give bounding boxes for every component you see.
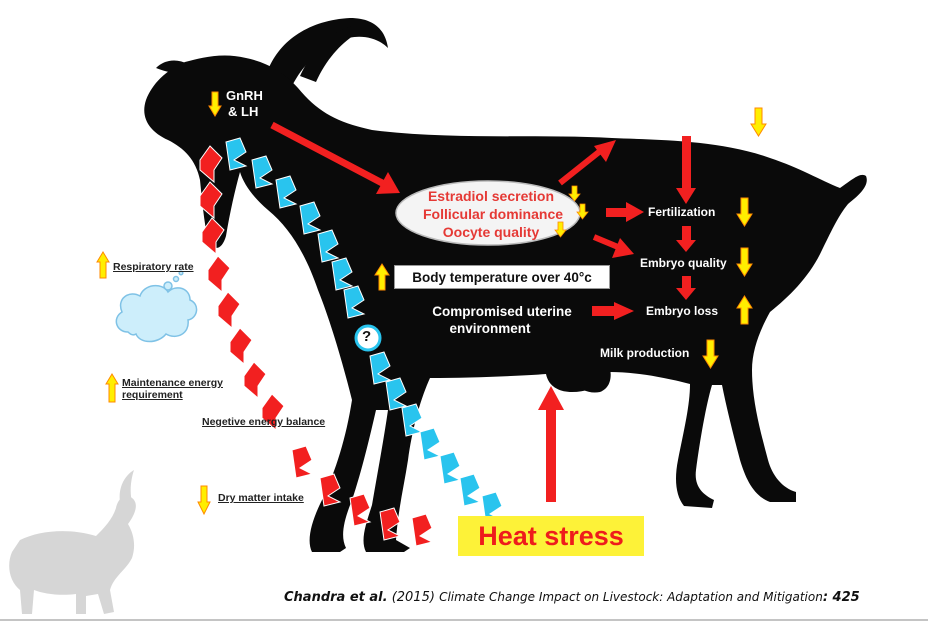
body-temp-up-arrow <box>374 263 390 291</box>
heat-stress-label: Heat stress <box>478 520 624 551</box>
citation-year: (2015) <box>387 590 440 605</box>
milk-production-label: Milk production <box>600 346 690 360</box>
citation-pages: : 425 <box>822 590 860 605</box>
hormone-line1: GnRH <box>226 88 263 103</box>
maintenance-up-arrow <box>105 373 119 403</box>
negative-energy-label: Negetive energy balance <box>202 416 326 428</box>
dmi-label: Dry matter intake <box>218 492 304 504</box>
body-temp-box: Body temperature over 40°c <box>394 265 610 289</box>
estradiol-text: Estradiol secretion <box>427 188 555 204</box>
citation: Chandra et al. (2015) Climate Change Imp… <box>284 590 860 605</box>
uterine-line2: environment <box>449 321 531 336</box>
uterine-label: Compromised uterine environment <box>412 303 592 337</box>
respiratory-up-arrow <box>96 251 110 279</box>
red-flow-arrows <box>270 121 696 502</box>
embryo-loss-up-arrow <box>736 295 753 325</box>
watermark-goat-logo <box>9 470 136 614</box>
estradiol-down-arrow <box>568 185 581 202</box>
follicular-down-arrow <box>576 203 589 220</box>
question-circle <box>354 324 382 352</box>
milk-down-arrow <box>702 339 719 369</box>
question-mark: ? <box>362 328 372 345</box>
hormone-label: GnRH & LH <box>226 88 263 120</box>
cyan-chevron-chain <box>225 137 504 525</box>
citation-book: Climate Change Impact on Livestock: Adap… <box>439 590 823 604</box>
fertilization-down-arrow <box>736 197 753 227</box>
estrous-down-arrow <box>750 107 767 137</box>
maintenance-line2: requirement <box>122 389 183 401</box>
oocyte-text: Oocyte quality <box>442 224 540 240</box>
heat-stress-box: Heat stress <box>458 516 644 556</box>
estrous-label: Estrous expression <box>624 115 731 127</box>
uterine-line1: Compromised uterine <box>432 304 572 319</box>
indicator-arrows <box>96 91 767 516</box>
gnrh-down-arrow <box>208 91 222 117</box>
follicular-text: Follicular dominance <box>422 206 564 222</box>
maintenance-line1: Maintenance energy <box>122 377 223 389</box>
ellipse-text: Estradiol secretion Follicular dominance… <box>406 187 576 241</box>
body-temp-label: Body temperature over 40°c <box>412 269 592 285</box>
hormone-line2: & LH <box>228 104 259 119</box>
embryo-loss-label: Embryo loss <box>646 304 719 318</box>
cloud-icon <box>115 270 198 343</box>
respiratory-label: Respiratory rate <box>113 261 194 273</box>
citation-authors: Chandra et al. <box>284 590 388 605</box>
maintenance-label: Maintenance energy requirement <box>122 377 223 401</box>
embryo-quality-label: Embryo quality <box>640 256 727 270</box>
fertilization-label: Fertilization <box>648 205 716 219</box>
embryo-quality-down-arrow <box>736 247 753 277</box>
oocyte-down-arrow <box>554 221 567 238</box>
red-chevron-chain <box>199 145 434 547</box>
dmi-down-arrow <box>197 485 211 516</box>
